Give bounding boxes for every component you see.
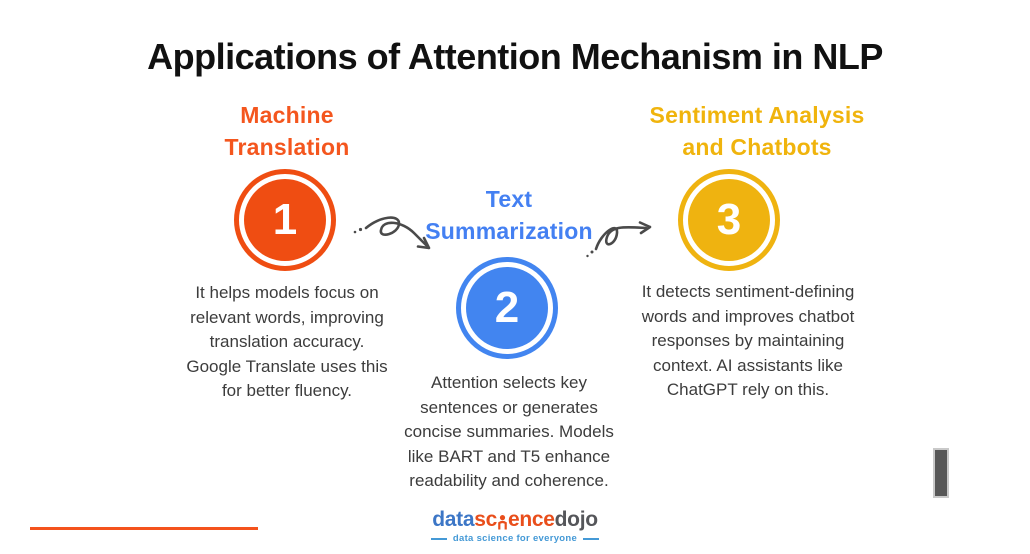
item-2-description: Attention selects key sentences or gener… [404,373,614,490]
item-3-heading: Sentiment Analysis and Chatbots [649,102,865,160]
item-3-number-badge: 3 [678,169,780,271]
item-1-number-disc: 1 [244,179,326,261]
logo-tagline: data science for everyone [425,533,605,544]
tagline-dash-left [430,537,447,540]
item-3-number-disc: 3 [688,179,770,261]
tagline-dash-right [583,537,600,540]
item-1-number: 1 [272,195,298,244]
curved-arrow-2-to-3-icon [584,218,662,262]
datasciencedojo-logo: data sc ence dojo data science for every… [0,508,1030,544]
item-3-description: It detects sentiment-defining words and … [641,282,855,399]
item-1-heading: Machine Translation [224,102,350,160]
item-2-number: 2 [494,283,520,332]
logo-text-ence: ence [507,508,555,531]
curved-arrow-1-to-2-icon [352,214,440,254]
logo-text-data: data [432,508,475,531]
item-1-number-badge: 1 [234,169,336,271]
page-title: Applications of Attention Mechanism in N… [147,36,883,77]
side-marker-bar [933,448,949,498]
person-icon [498,515,507,530]
logo-text-sc: sc [474,508,497,531]
logo-tagline-text: data science for everyone [452,533,578,544]
item-2-number-disc: 2 [466,267,548,349]
item-3-number: 3 [716,195,742,244]
logo-text-dojo: dojo [554,508,598,531]
item-2-number-badge: 2 [456,257,558,359]
item-1-description: It helps models focus on relevant words,… [186,283,388,400]
footer-accent-line [30,527,258,530]
logo-wordmark: data sc ence dojo [432,508,598,531]
item-2-heading: Text Summarization [425,186,593,244]
